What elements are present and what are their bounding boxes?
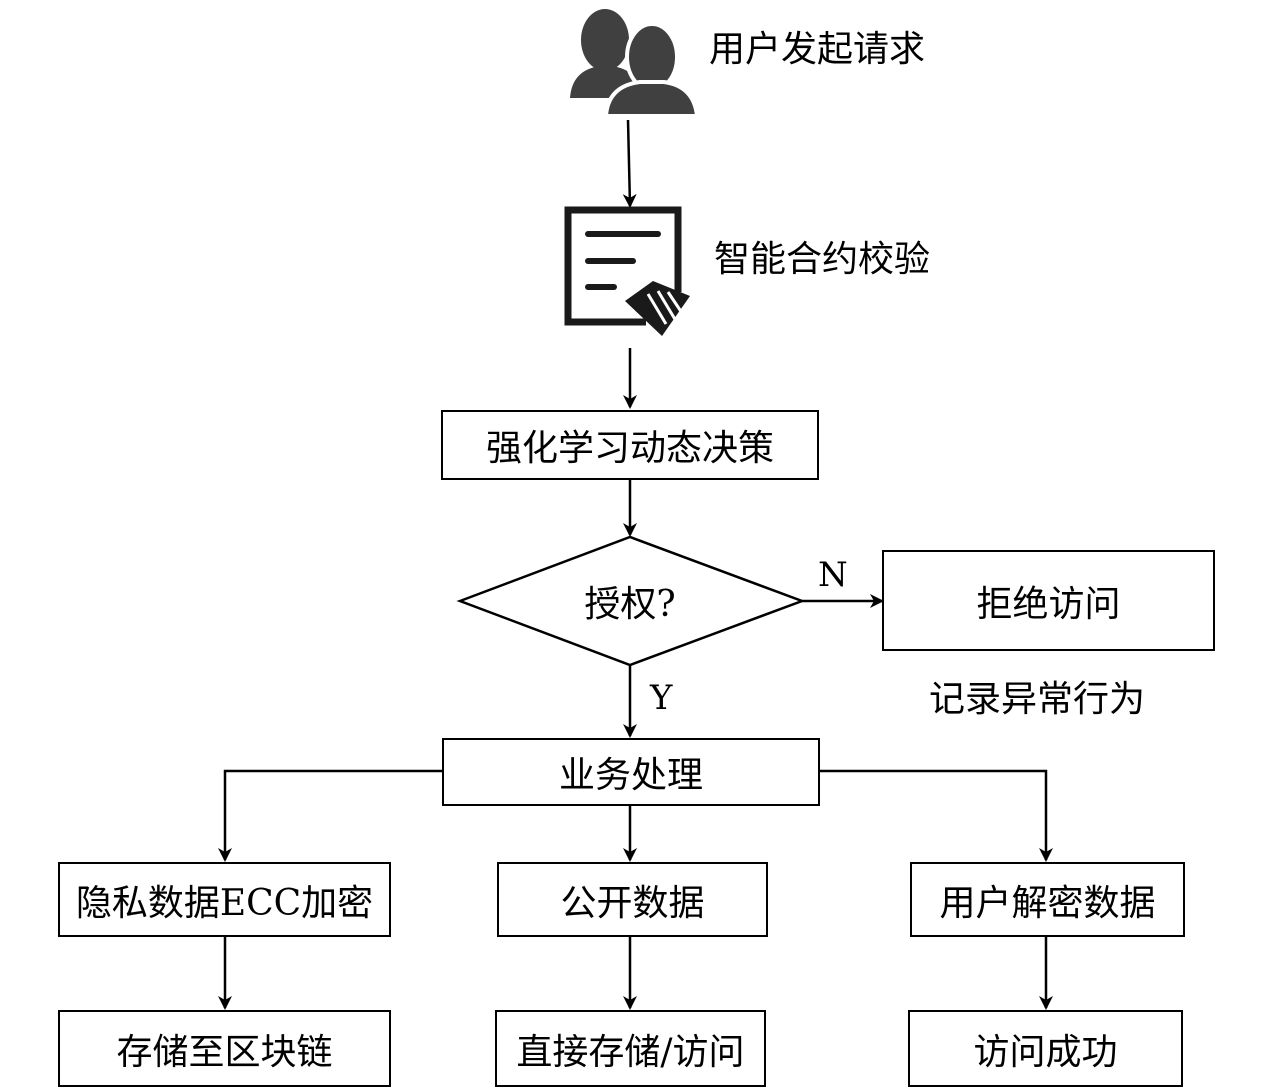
deny-access-label: 拒绝访问 (976, 583, 1121, 625)
arrow-business-to-private (218, 769, 442, 862)
direct-store-box: 直接存储/访问 (495, 1010, 766, 1087)
store-chain-label: 存储至区块链 (116, 1031, 333, 1073)
business-label: 业务处理 (558, 755, 703, 796)
public-data-box: 公开数据 (497, 862, 768, 937)
connectors (218, 119, 1053, 1010)
user-decrypt-box: 用户解密数据 (910, 862, 1185, 937)
edge-label-no: N (818, 555, 848, 595)
arrow-request-to-contract (622, 119, 637, 208)
contract-handshake-icon (564, 206, 690, 336)
access-success-label: 访问成功 (973, 1031, 1118, 1073)
log-anomaly-label: 记录异常行为 (929, 679, 1146, 720)
public-data-label: 公开数据 (560, 882, 705, 924)
business-box: 业务处理 (442, 738, 820, 806)
store-chain-box: 存储至区块链 (58, 1010, 391, 1087)
direct-store-label: 直接存储/访问 (516, 1031, 745, 1073)
authorize-diamond (456, 535, 806, 667)
contract-check-label: 智能合约校验 (714, 239, 931, 280)
deny-access-box: 拒绝访问 (882, 550, 1215, 651)
user-decrypt-label: 用户解密数据 (939, 882, 1156, 924)
arrow-business-to-decrypt (820, 769, 1053, 862)
authorize-label: 授权? (584, 584, 676, 625)
private-ecc-label: 隐私数据ECC加密 (75, 882, 374, 924)
rl-decision-label: 强化学习动态决策 (485, 428, 774, 469)
users-icon (570, 9, 700, 118)
private-ecc-box: 隐私数据ECC加密 (58, 862, 391, 937)
rl-decision-box: 强化学习动态决策 (441, 410, 819, 480)
user-request-label: 用户发起请求 (709, 29, 926, 70)
access-success-box: 访问成功 (908, 1010, 1183, 1087)
edge-label-yes: Y (650, 678, 673, 718)
